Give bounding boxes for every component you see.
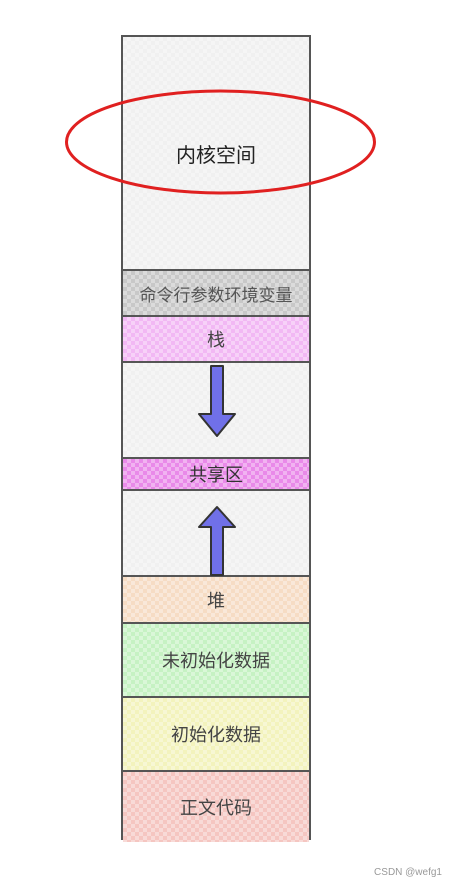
text-label: 正文代码 bbox=[180, 798, 252, 819]
shared-label: 共享区 bbox=[189, 465, 243, 486]
stack-label: 栈 bbox=[207, 330, 225, 351]
stack-segment: 栈 bbox=[123, 315, 309, 361]
cmdline-env-segment: 命令行参数环境变量 bbox=[123, 269, 309, 315]
data-label: 初始化数据 bbox=[171, 725, 261, 746]
heap-segment: 堆 bbox=[123, 575, 309, 622]
highlight-ellipse bbox=[65, 89, 376, 195]
cmdline-env-label: 命令行参数环境变量 bbox=[139, 285, 293, 306]
kernel-space-label: 内核空间 bbox=[176, 142, 256, 167]
shared-segment: 共享区 bbox=[123, 457, 309, 489]
bss-label: 未初始化数据 bbox=[162, 651, 270, 672]
data-segment: 初始化数据 bbox=[123, 696, 309, 770]
watermark: CSDN @wefg1 bbox=[374, 867, 442, 878]
arrow-down-icon bbox=[198, 365, 236, 437]
text-segment: 正文代码 bbox=[123, 770, 309, 842]
arrow-up-icon bbox=[198, 506, 236, 576]
heap-label: 堆 bbox=[207, 590, 225, 612]
bss-segment: 未初始化数据 bbox=[123, 622, 309, 696]
kernel-space-segment: 内核空间 bbox=[123, 37, 309, 269]
